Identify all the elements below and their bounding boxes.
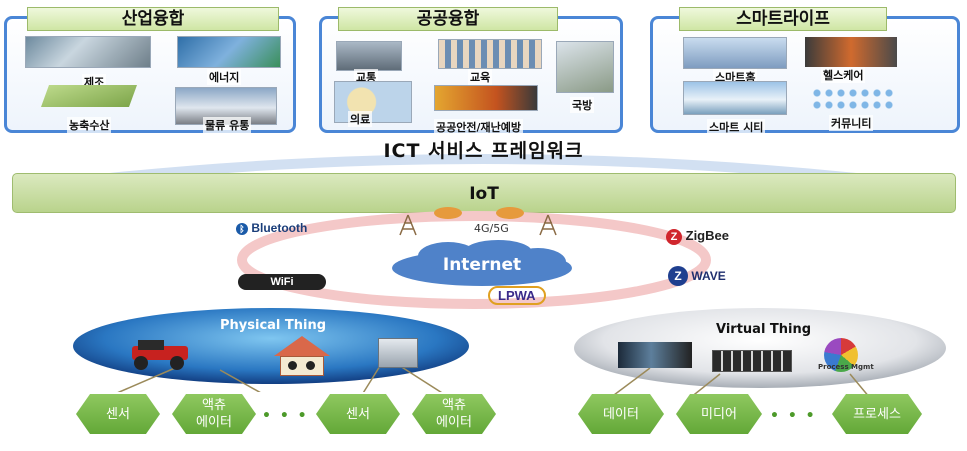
- physical-thing-label: Physical Thing: [220, 318, 327, 333]
- process-label: 프로세스: [853, 406, 901, 422]
- sensor-node-1: 센서: [76, 394, 160, 434]
- logistics-label: 물류 유통: [203, 117, 252, 133]
- traffic-image: [336, 41, 402, 71]
- wifi-logo: WiFi: [238, 274, 326, 290]
- house-icon: [274, 336, 330, 378]
- process-node: 프로세스: [832, 394, 922, 434]
- process-wheel-icon: [824, 338, 858, 372]
- healthcare-image: [805, 37, 897, 67]
- zwave-label: WAVE: [691, 269, 726, 283]
- device-box-icon: [378, 338, 418, 368]
- actuator-node-2: 액츄 에이터: [412, 394, 496, 434]
- manufacturing-image: [25, 36, 151, 68]
- safety-label: 공공안전/재난예방: [434, 119, 523, 135]
- public-panel-title: 공공융합: [338, 7, 558, 31]
- energy-label: 에너지: [207, 69, 242, 85]
- community-image: [811, 87, 893, 113]
- zigbee-icon: Z: [666, 229, 682, 245]
- medical-image: [334, 81, 412, 123]
- framework-arc: [109, 154, 857, 180]
- internet-label: Internet: [442, 255, 522, 275]
- education-image: [438, 39, 542, 69]
- bluetooth-logo: ᛒ Bluetooth: [236, 221, 307, 235]
- tower-icon: [399, 214, 557, 236]
- community-label: 커뮤니티: [829, 115, 874, 131]
- education-label: 교육: [468, 69, 493, 85]
- framework-title: ICT 서비스 프레임워크: [383, 140, 584, 162]
- defense-image: [556, 41, 614, 93]
- data-label: 데이터: [603, 406, 639, 422]
- lpwa-logo: LPWA: [488, 286, 546, 305]
- defense-label: 국방: [570, 97, 595, 113]
- virtual-thing-label: Virtual Thing: [716, 322, 812, 337]
- bluetooth-label: Bluetooth: [251, 221, 308, 235]
- agriculture-image: [40, 85, 138, 107]
- jeep-icon: [128, 340, 192, 370]
- zwave-icon: Z: [668, 266, 688, 286]
- cellular-label: 4G/5G: [474, 222, 509, 235]
- zigbee-label: ZigBee: [685, 228, 729, 243]
- sensor-label-1: 센서: [106, 406, 130, 422]
- smartlife-panel-title: 스마트라이프: [679, 7, 887, 31]
- smartlife-panel: 스마트라이프 스마트홈 헬스케어 스마트 시티 커뮤니티: [650, 7, 960, 135]
- smartcity-image: [683, 81, 787, 115]
- sensor-label-2: 센서: [346, 406, 370, 422]
- virtual-ellipsis: • • •: [770, 408, 817, 424]
- zigbee-logo: Z ZigBee: [666, 228, 729, 245]
- smarthome-image: [683, 37, 787, 69]
- internet-cloud: [392, 240, 572, 286]
- zwave-logo: Z WAVE: [668, 266, 726, 286]
- smartcity-label: 스마트 시티: [707, 119, 766, 135]
- sensor-node-2: 센서: [316, 394, 400, 434]
- bluetooth-icon: ᛒ: [236, 223, 248, 235]
- process-mgmt-label: Process Mgmt: [818, 363, 874, 371]
- iot-band: IoT: [12, 173, 956, 213]
- network-ring: [237, 207, 711, 309]
- lpwa-label: LPWA: [498, 288, 536, 303]
- actuator-label-2: 액츄 에이터: [436, 398, 472, 430]
- media-label: 미디어: [701, 406, 737, 422]
- actuator-label-1: 액츄 에이터: [196, 398, 232, 430]
- media-node: 미디어: [676, 394, 762, 434]
- media-film-icon: [712, 350, 792, 372]
- wifi-label: WiFi: [270, 276, 294, 288]
- industry-panel: 산업융합 제조 에너지 농축수산 물류 유통: [4, 7, 296, 133]
- agriculture-label: 농축수산: [67, 117, 112, 133]
- actuator-node-1: 액츄 에이터: [172, 394, 256, 434]
- medical-label: 의료: [348, 111, 373, 127]
- data-node: 데이터: [578, 394, 664, 434]
- safety-image: [434, 85, 538, 111]
- energy-image: [177, 36, 281, 68]
- healthcare-label: 헬스케어: [821, 67, 866, 83]
- public-panel: 공공융합 교통 교육 국방 의료 공공안전/재난예방: [319, 7, 623, 135]
- industry-panel-title: 산업융합: [27, 7, 279, 31]
- physical-ellipsis: • • •: [262, 408, 309, 424]
- data-video-thumbnail: [618, 342, 692, 368]
